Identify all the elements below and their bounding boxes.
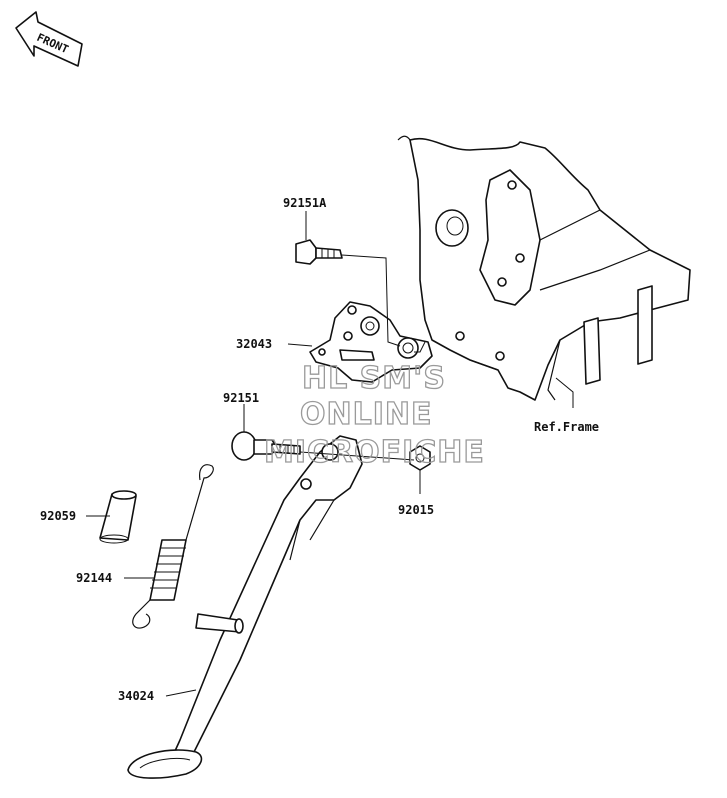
callout-ref-frame: Ref.Frame — [534, 420, 599, 434]
watermark-line-3: MICROFICHE — [264, 435, 485, 470]
watermark: HL SM'S ONLINE MICROFICHE — [263, 360, 485, 470]
callout-32043: 32043 — [236, 337, 272, 351]
callout-92015: 92015 — [398, 503, 434, 517]
collar-92059 — [99, 490, 137, 544]
bolt-92151 — [231, 431, 301, 461]
callout-92151a: 92151A — [283, 196, 327, 210]
nut-92015 — [409, 445, 431, 471]
side-stand-34024 — [127, 435, 363, 779]
callout-34024: 34024 — [118, 689, 154, 703]
watermark-line-1: HL SM'S — [302, 361, 446, 396]
frame-outline — [397, 135, 691, 401]
watermark-line-2: ONLINE — [300, 397, 433, 432]
pin — [195, 613, 244, 634]
callout-92144: 92144 — [76, 571, 112, 585]
front-arrow-icon: FRONT — [15, 11, 83, 67]
callout-92059: 92059 — [40, 509, 76, 523]
spring-92144 — [132, 464, 214, 629]
leader-lines — [86, 211, 574, 697]
callout-92151: 92151 — [223, 391, 259, 405]
bracket-32043 — [309, 301, 433, 383]
bolt-92151a — [295, 239, 343, 265]
